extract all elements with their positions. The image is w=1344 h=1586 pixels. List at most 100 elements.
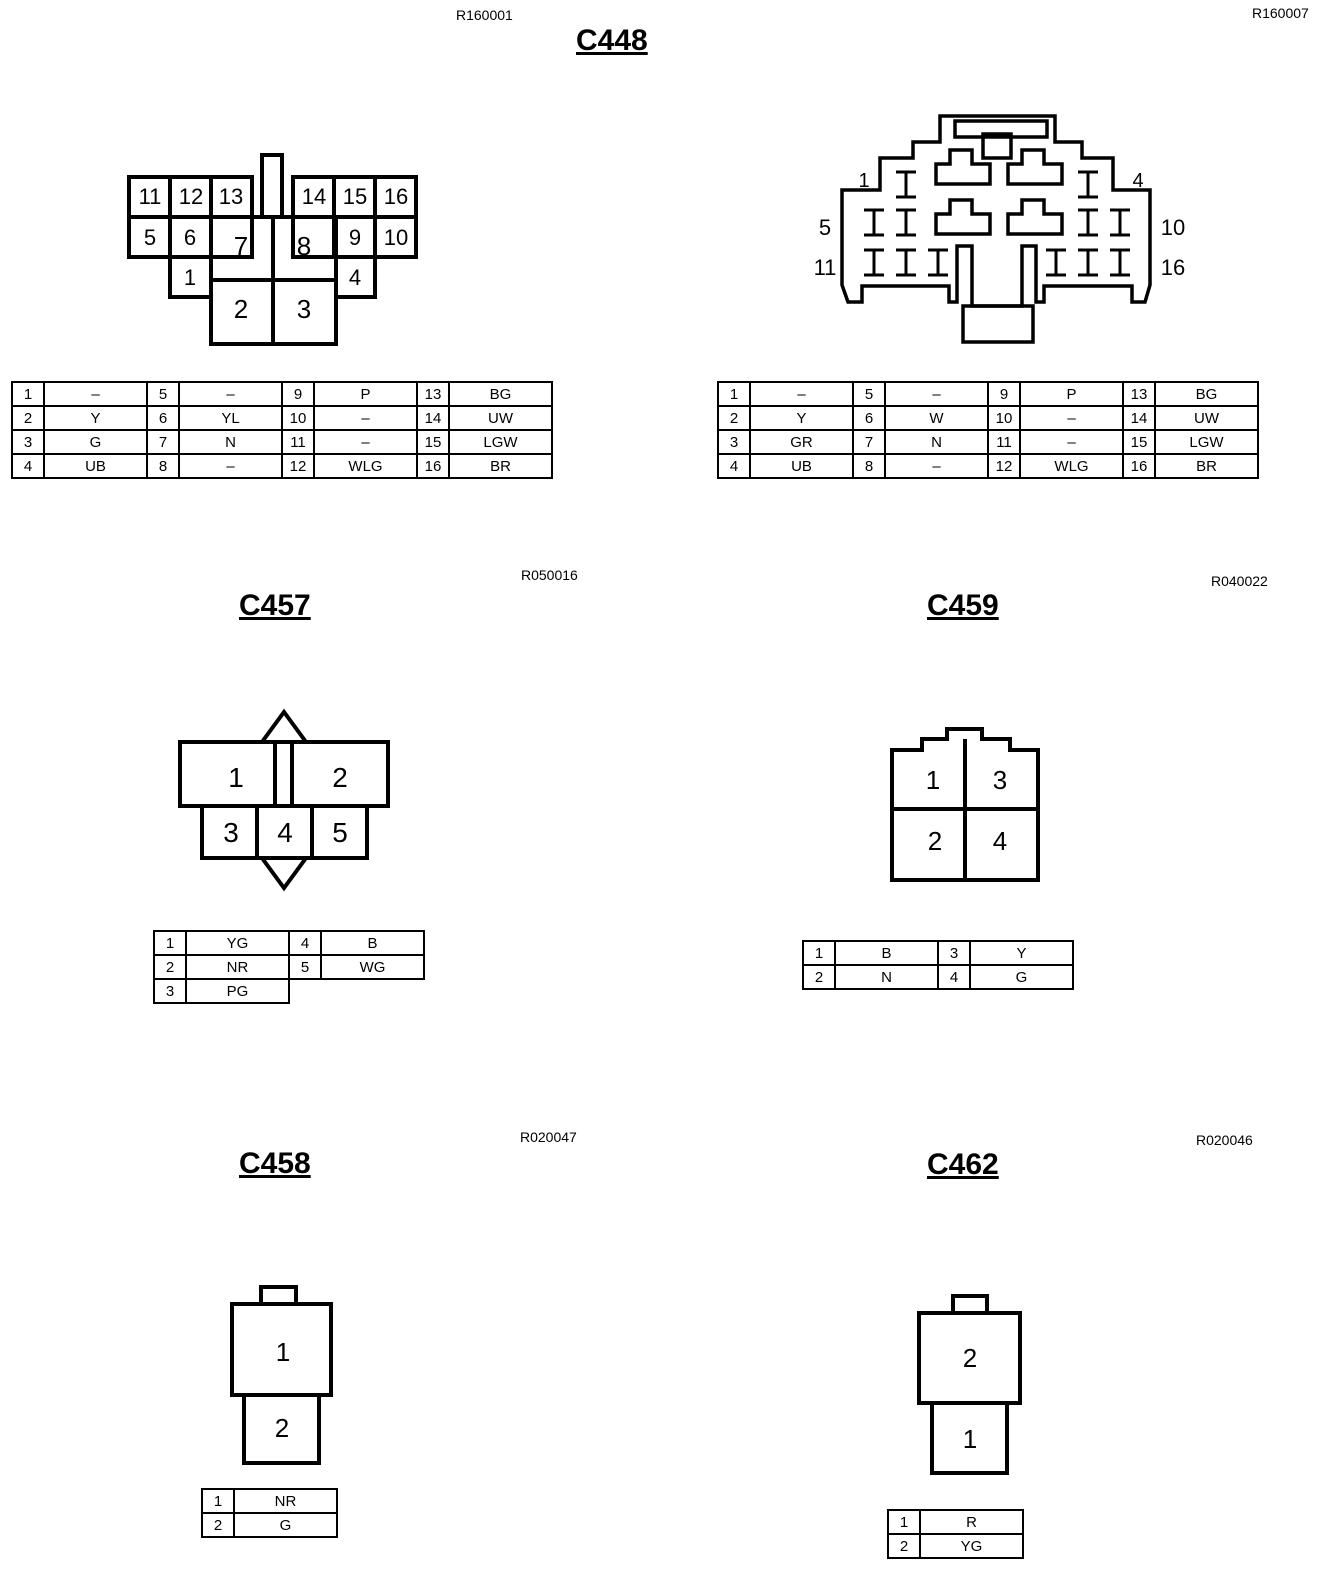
c448-right-pin-label: 4 xyxy=(1132,170,1143,192)
c458-pin-label: 1 xyxy=(276,1337,290,1367)
wire-color-cell: UB xyxy=(749,453,854,479)
wire-color-cell: NR xyxy=(233,1488,338,1514)
wire-color-cell: G xyxy=(233,1512,338,1538)
ref-code-c448-left: R160001 xyxy=(456,7,513,23)
pin-number-cell: 11 xyxy=(281,429,315,455)
wire-color-cell: – xyxy=(43,381,148,407)
c448-right-connector-face xyxy=(840,114,1152,344)
wire-color-cell: Y xyxy=(43,405,148,431)
wire-color-cell: P xyxy=(1019,381,1124,407)
pin-number-cell: 2 xyxy=(201,1512,235,1538)
wire-color-cell: G xyxy=(969,964,1074,990)
wire-color-cell: – xyxy=(884,381,989,407)
c448-left-pin-label: 15 xyxy=(343,184,367,209)
pin-number-cell: 3 xyxy=(717,429,751,455)
c448-left-pin-label: 4 xyxy=(349,265,361,290)
wire-color-cell: Y xyxy=(969,940,1074,966)
pin-number-cell: 9 xyxy=(987,381,1021,407)
wire-color-cell: NR xyxy=(185,954,290,980)
pin-number-cell: 2 xyxy=(802,964,836,990)
wire-color-cell: – xyxy=(178,381,283,407)
pin-number-cell: 3 xyxy=(937,940,971,966)
pin-number-cell: 4 xyxy=(11,453,45,479)
title-c462: C462 xyxy=(927,1148,999,1181)
wire-color-cell: PG xyxy=(185,978,290,1004)
c448-left-pin-label: 6 xyxy=(184,225,196,250)
wire-color-cell: LGW xyxy=(1154,429,1259,455)
pin-number-cell: 16 xyxy=(1122,453,1156,479)
pin-number-cell: 1 xyxy=(717,381,751,407)
wire-color-cell: N xyxy=(834,964,939,990)
pin-number-cell: 8 xyxy=(852,453,886,479)
wire-color-cell: BG xyxy=(448,381,553,407)
pin-number-cell: 9 xyxy=(281,381,315,407)
pin-number-cell: 1 xyxy=(11,381,45,407)
c448-left-pin-label: 9 xyxy=(349,225,361,250)
pin-number-cell: 12 xyxy=(281,453,315,479)
c457-connector-face xyxy=(178,708,390,892)
wire-color-cell: R xyxy=(919,1509,1024,1535)
c462-connector-face xyxy=(917,1294,1022,1475)
title-c457: C457 xyxy=(239,589,311,622)
pin-number-cell: 15 xyxy=(416,429,450,455)
pin-number-cell: 5 xyxy=(146,381,180,407)
c459-pin-label: 3 xyxy=(993,765,1007,795)
pin-number-cell: 16 xyxy=(416,453,450,479)
pin-number-cell: 6 xyxy=(146,405,180,431)
pin-number-cell: 15 xyxy=(1122,429,1156,455)
c459-pin-label: 2 xyxy=(928,826,942,856)
c458-connector-face xyxy=(230,1285,333,1465)
ref-code-c458: R020047 xyxy=(520,1129,577,1145)
c448-left-pin-label: 7 xyxy=(234,231,248,261)
wire-color-cell: – xyxy=(1019,429,1124,455)
wire-color-cell: – xyxy=(884,453,989,479)
c457-pin-label: 1 xyxy=(228,762,244,793)
wire-color-cell: BR xyxy=(448,453,553,479)
wire-color-cell: – xyxy=(749,381,854,407)
c448-left-pin-label: 14 xyxy=(302,184,326,209)
ref-code-c462: R020046 xyxy=(1196,1132,1253,1148)
pin-number-cell: 12 xyxy=(987,453,1021,479)
c448-right-pin-label: 11 xyxy=(814,255,837,280)
pin-number-cell: 1 xyxy=(153,930,187,956)
wire-color-cell: LGW xyxy=(448,429,553,455)
pin-number-cell: 2 xyxy=(153,954,187,980)
c457-pin-label: 5 xyxy=(332,817,348,848)
wire-color-cell: YG xyxy=(919,1533,1024,1559)
c448-right-pin-label: 1 xyxy=(858,170,869,192)
ref-code-c457: R050016 xyxy=(521,567,578,583)
pin-number-cell: 2 xyxy=(717,405,751,431)
c459-pin-label: 4 xyxy=(993,826,1007,856)
wire-color-cell: – xyxy=(313,405,418,431)
wire-color-cell: N xyxy=(178,429,283,455)
wire-color-cell: G xyxy=(43,429,148,455)
c448-left-pin-label: 10 xyxy=(384,225,408,250)
wire-color-cell: UB xyxy=(43,453,148,479)
wire-color-cell: W xyxy=(884,405,989,431)
wire-color-cell: B xyxy=(320,930,425,956)
wire-color-cell: UW xyxy=(448,405,553,431)
c462-pin-label: 2 xyxy=(963,1343,977,1373)
pin-number-cell: 11 xyxy=(987,429,1021,455)
ref-code-c448-right: R160007 xyxy=(1252,5,1309,21)
pin-number-cell: 7 xyxy=(852,429,886,455)
pin-number-cell: 10 xyxy=(987,405,1021,431)
wire-color-cell: – xyxy=(1019,405,1124,431)
pin-number-cell: 14 xyxy=(416,405,450,431)
c448-right-pin-label: 5 xyxy=(819,215,831,240)
wire-color-cell: P xyxy=(313,381,418,407)
c448-left-pin-label: 13 xyxy=(219,184,243,209)
pin-number-cell: 8 xyxy=(146,453,180,479)
c448-left-connector-face xyxy=(127,153,418,346)
